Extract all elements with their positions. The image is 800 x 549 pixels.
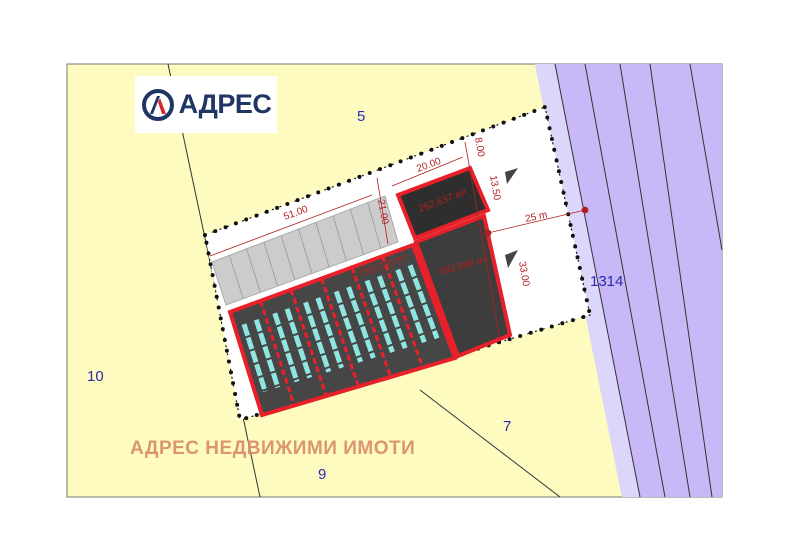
- solar-panel-row: [333, 290, 364, 363]
- dimension-label: 33.00: [516, 261, 531, 288]
- parking-stripe: [263, 242, 278, 287]
- bay-divider: [289, 289, 328, 397]
- watermark: АДРЕС НЕДВИЖИМИ ИМОТИ: [130, 438, 416, 459]
- small-building: [395, 165, 491, 241]
- dimension-lines: [209, 141, 589, 341]
- bay-divider: [381, 255, 425, 369]
- parking-stripe: [350, 209, 364, 255]
- bay-divider: [350, 266, 393, 378]
- logo-text: АДРЕС: [178, 89, 272, 119]
- parcel-number: 10: [87, 368, 104, 385]
- dimension-label: 8.00: [472, 137, 486, 159]
- road-strip: [535, 64, 722, 497]
- parking-stripes: [228, 202, 382, 299]
- dimension-label: 25 m: [524, 210, 548, 225]
- solar-panel-row: [241, 323, 268, 393]
- arrow-icon: [505, 168, 518, 184]
- parking-stripe: [280, 235, 296, 280]
- solar-panel-row: [315, 297, 344, 369]
- parcel-number: 9: [318, 466, 327, 483]
- arrow-icon: [505, 250, 518, 268]
- solar-panel-row: [407, 264, 440, 340]
- parking-stripe: [228, 255, 244, 299]
- solar-panel-row: [253, 319, 281, 389]
- bay-divider: [259, 300, 296, 406]
- solar-panel-row: [272, 312, 300, 383]
- solar-panel-row: [395, 268, 427, 344]
- solar-panel-row: [284, 308, 313, 379]
- solar-panels: [241, 255, 440, 406]
- parcel-number: 5: [357, 108, 366, 125]
- solar-panel-row: [303, 301, 332, 373]
- dimension-label: 13.50: [487, 175, 502, 202]
- solar-panel-row: [346, 286, 376, 359]
- parking-stripe: [246, 248, 261, 293]
- tall-building: [413, 213, 513, 359]
- road-edge: [535, 64, 640, 497]
- parking-stripe: [367, 202, 382, 249]
- plot-boundary-points: [202, 104, 593, 423]
- parcel-number: 7: [503, 418, 512, 435]
- logo: АДРЕС: [135, 76, 277, 133]
- parking-stripe: [315, 222, 330, 268]
- parking-stripe: [298, 228, 313, 274]
- parcel-number: 1314: [590, 273, 624, 290]
- bay-divider: [320, 278, 360, 387]
- logo-icon: [141, 88, 174, 121]
- solar-panel-row: [376, 275, 408, 350]
- solar-panel-row: [364, 279, 395, 353]
- road-lines: [554, 63, 723, 498]
- dimension-label: 21.00: [375, 199, 390, 226]
- parking-stripe: [332, 215, 347, 262]
